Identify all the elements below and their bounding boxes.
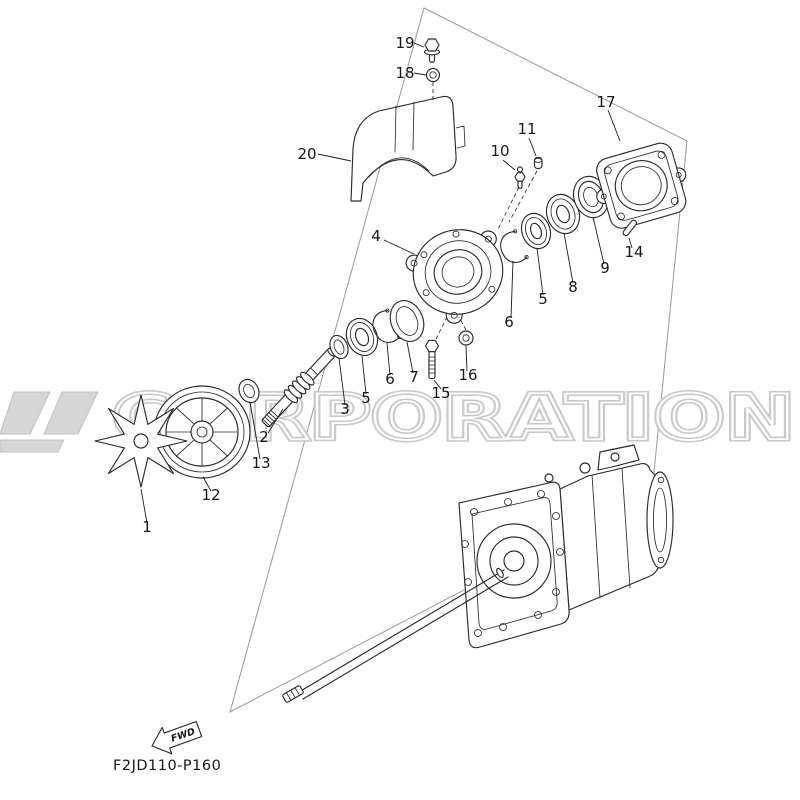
part-14-pin-drawing (622, 219, 637, 237)
j-logo-watermark (0, 391, 99, 453)
part-code-label: F2JD110-P160 (113, 758, 221, 774)
part-3-washer-drawing (329, 334, 349, 360)
callout-18[interactable]: 18 (395, 64, 414, 82)
callout-13[interactable]: 13 (251, 454, 270, 472)
callout-15[interactable]: 15 (431, 384, 450, 402)
part-19-bolt-drawing (423, 38, 441, 63)
callout-5-right[interactable]: 5 (538, 290, 548, 308)
part-6-right-snap-ring-drawing (500, 229, 529, 264)
part-2-shaft-drawing (261, 347, 337, 428)
leader-lines (140, 42, 633, 524)
fwd-indicator: FWD (151, 720, 203, 755)
part-10-fitting-drawing (514, 166, 526, 189)
exploded-parts (94, 38, 687, 488)
part-5-right-bearing-drawing (520, 212, 552, 250)
callout-12[interactable]: 12 (201, 486, 220, 504)
assembly-dashed-lines (432, 82, 538, 340)
part-7-ring-drawing (389, 300, 425, 342)
part-1-impeller-drawing (94, 394, 188, 488)
part-11-plug-drawing (533, 156, 543, 170)
part-5-left-bearing-drawing (345, 317, 379, 357)
driveshaft-drawing (282, 567, 509, 703)
part-4-bearing-housing-drawing (405, 229, 504, 324)
callout-6-right[interactable]: 6 (504, 313, 514, 331)
fwd-arrow-icon (151, 720, 203, 755)
callout-19[interactable]: 19 (395, 34, 414, 52)
callout-6-left[interactable]: 6 (385, 370, 395, 388)
part-9-seal-drawing (572, 175, 610, 219)
callout-10[interactable]: 10 (490, 142, 509, 160)
part-18-washer-drawing (425, 67, 441, 83)
part-17-end-plate-drawing (596, 142, 687, 229)
callout-numbers: 19 18 20 17 11 10 4 14 9 8 5 6 16 15 7 6… (142, 34, 643, 536)
callout-11[interactable]: 11 (517, 120, 536, 138)
part-12-drum-drawing (153, 385, 251, 479)
callout-1[interactable]: 1 (142, 518, 152, 536)
part-13-ring-drawing (238, 378, 260, 404)
callout-3[interactable]: 3 (340, 400, 350, 418)
callout-7[interactable]: 7 (409, 368, 419, 386)
callout-17[interactable]: 17 (596, 93, 615, 111)
callout-5-left[interactable]: 5 (361, 389, 371, 407)
callout-2[interactable]: 2 (259, 428, 269, 446)
callout-16[interactable]: 16 (458, 366, 477, 384)
callout-14[interactable]: 14 (624, 243, 643, 261)
engine-assembly-drawing (282, 444, 674, 703)
callout-20[interactable]: 20 (297, 145, 316, 163)
part-20-cover-drawing (350, 95, 466, 202)
part-15-bolt-drawing (424, 339, 440, 380)
callout-4[interactable]: 4 (371, 227, 381, 245)
callout-9[interactable]: 9 (600, 259, 610, 277)
part-16-washer-drawing (458, 330, 474, 346)
callout-8[interactable]: 8 (568, 278, 578, 296)
